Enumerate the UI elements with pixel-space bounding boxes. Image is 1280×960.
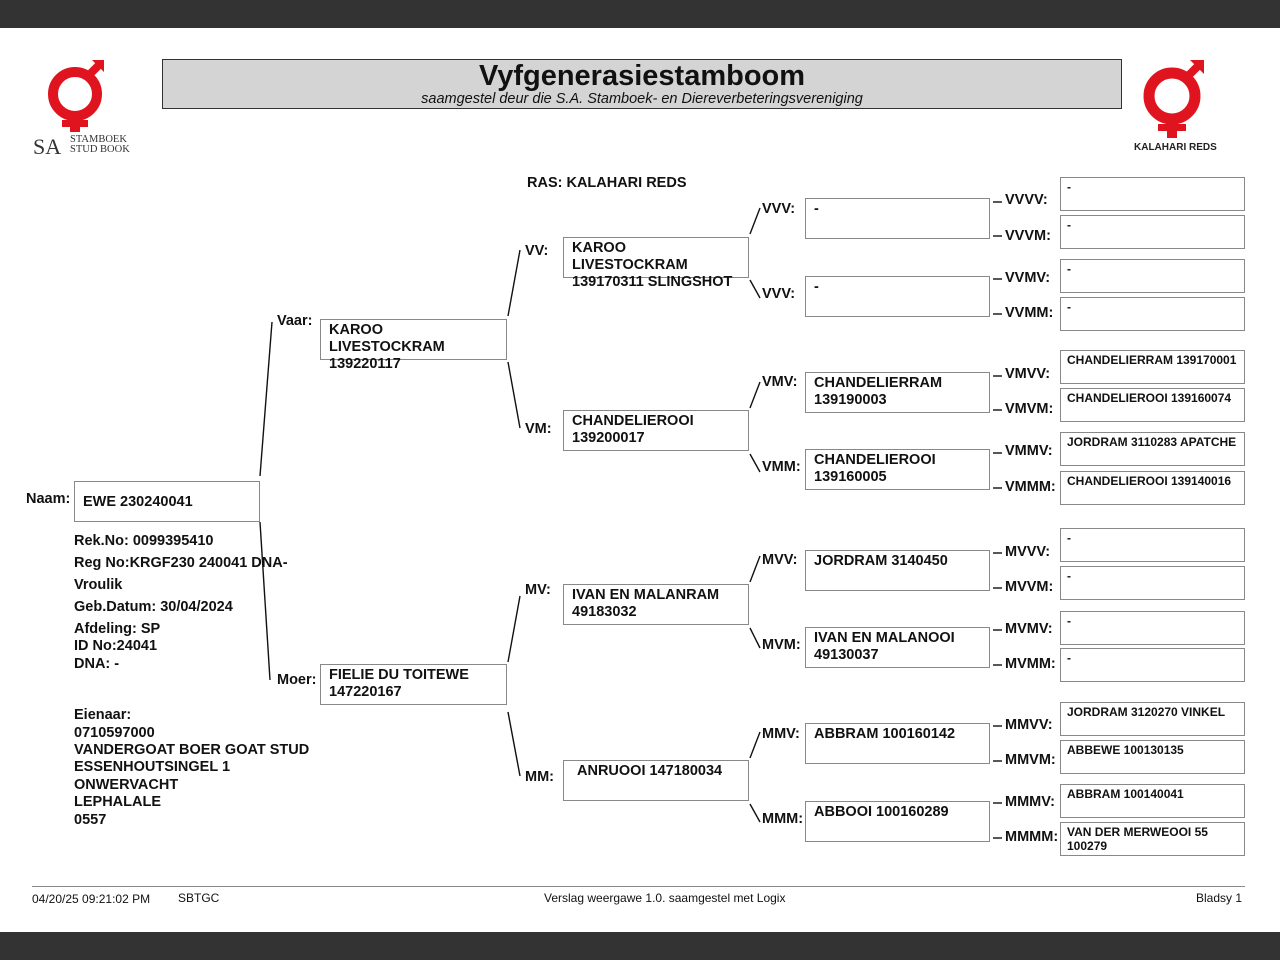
vvv-box: - <box>805 198 990 239</box>
vmmm-label: VMMM: <box>1005 479 1056 495</box>
vmmv-label: VMMV: <box>1005 443 1053 459</box>
mvmm-label: MVMM: <box>1005 656 1056 672</box>
vvmm-label: VVMM: <box>1005 305 1054 321</box>
top-dark-bar <box>0 0 1280 28</box>
eienaar-label: Eienaar: <box>74 707 132 723</box>
mmv-box: ABBRAM 100160142 <box>805 723 990 764</box>
mvv-label: MVV: <box>762 552 798 568</box>
rek-no: Rek.No: 0099395410 <box>74 533 214 549</box>
mvvv-label: MVVV: <box>1005 544 1051 560</box>
vv-box: KAROO LIVESTOCKRAM 139170311 SLINGSHOT <box>563 237 749 290</box>
owner-address-1: ESSENHOUTSINGEL 1 <box>74 759 231 775</box>
mmvm-label: MMVM: <box>1005 752 1056 768</box>
mm-label: MM: <box>525 769 554 785</box>
mvmv-box: - <box>1060 611 1245 645</box>
vaar-box: KAROO LIVESTOCKRAM 139220117 <box>320 319 507 372</box>
page-subtitle: saamgestel deur die S.A. Stamboek- en Di… <box>421 91 863 107</box>
vvm-label: VVV: <box>762 286 796 302</box>
mvvm-box: - <box>1060 566 1245 600</box>
sa-logo-subtext: STAMBOEK STUD BOOK <box>70 134 130 155</box>
afdeling: Afdeling: SP <box>74 621 161 637</box>
mvm-label: MVM: <box>762 637 801 653</box>
kalahari-reds-logo-icon <box>1143 60 1204 138</box>
owner-name: VANDERGOAT BOER GOAT STUD <box>74 742 310 758</box>
mmmm-label: MMMM: <box>1005 829 1059 845</box>
kalahari-reds-logo-text: KALAHARI REDS <box>1134 142 1217 153</box>
mm-box: ANRUOOI 147180034 <box>563 760 749 801</box>
id-no: ID No:24041 <box>74 638 158 654</box>
breed-label: RAS: KALAHARI REDS <box>527 175 687 191</box>
owner-city: LEPHALALE <box>74 794 161 810</box>
vaar-label: Vaar: <box>277 313 313 329</box>
mmvv-label: MMVV: <box>1005 717 1053 733</box>
reg-no: Reg No:KRGF230 240041 DNA- <box>74 555 288 571</box>
birth-date: Geb.Datum: 30/04/2024 <box>74 599 233 615</box>
footer-divider <box>32 886 1245 887</box>
footer-timestamp: 04/20/25 09:21:02 PM <box>32 892 151 906</box>
vv-label: VV: <box>525 243 549 259</box>
dna: DNA: - <box>74 656 120 672</box>
vvvm-box: - <box>1060 215 1245 249</box>
footer-page: Bladsy 1 <box>1196 891 1243 905</box>
vmvm-label: VMVM: <box>1005 401 1054 417</box>
vmvm-box: CHANDELIEROOI 139160074 <box>1060 388 1245 422</box>
mmmv-box: ABBRAM 100140041 <box>1060 784 1245 818</box>
footer-code: SBTGC <box>178 891 220 905</box>
vvm-box: - <box>805 276 990 317</box>
sex: Vroulik <box>74 577 123 593</box>
mv-label: MV: <box>525 582 551 598</box>
vmvv-box: CHANDELIERRAM 139170001 <box>1060 350 1245 384</box>
vvmv-label: VVMV: <box>1005 270 1051 286</box>
vmv-label: VMV: <box>762 374 798 390</box>
vmmm-box: CHANDELIEROOI 139140016 <box>1060 471 1245 505</box>
vvv-label: VVV: <box>762 201 796 217</box>
title-banner: Vyfgenerasiestamboom saamgestel deur die… <box>162 59 1122 109</box>
vvvv-label: VVVV: <box>1005 192 1048 208</box>
mvvm-label: MVVM: <box>1005 579 1054 595</box>
owner-address-2: ONWERVACHT <box>74 777 179 793</box>
vm-label: VM: <box>525 421 552 437</box>
mvv-box: JORDRAM 3140450 <box>805 550 990 591</box>
footer-report: Verslag weergawe 1.0. saamgestel met Log… <box>544 891 786 905</box>
owner-code: 0710597000 <box>74 725 155 741</box>
vvvm-label: VVVM: <box>1005 228 1051 244</box>
mvm-box: IVAN EN MALANOOI 49130037 <box>805 627 990 668</box>
vmm-label: VMM: <box>762 459 801 475</box>
mvvv-box: - <box>1060 528 1245 562</box>
animal-name-box: EWE 230240041 <box>74 481 260 522</box>
vm-box: CHANDELIEROOI 139200017 <box>563 410 749 451</box>
sa-stamboek-logo-icon <box>48 60 104 132</box>
vvmm-box: - <box>1060 297 1245 331</box>
vmv-box: CHANDELIERRAM 139190003 <box>805 372 990 413</box>
mmmm-box: VAN DER MERWEOOI 55 100279 <box>1060 822 1245 856</box>
mmvm-box: ABBEWE 100130135 <box>1060 740 1245 774</box>
moer-label: Moer: <box>277 672 317 688</box>
moer-box: FIELIE DU TOITEWE 147220167 <box>320 664 507 705</box>
vvmv-box: - <box>1060 259 1245 293</box>
vmmv-box: JORDRAM 3110283 APATCHE <box>1060 432 1245 466</box>
sa-logo-text: SA <box>33 134 62 159</box>
vmvv-label: VMVV: <box>1005 366 1051 382</box>
naam-label: Naam: <box>26 491 71 507</box>
mmv-label: MMV: <box>762 726 800 742</box>
vmm-box: CHANDELIEROOI 139160005 <box>805 449 990 490</box>
mvmv-label: MVMV: <box>1005 621 1053 637</box>
mvmm-box: - <box>1060 648 1245 682</box>
vvvv-box: - <box>1060 177 1245 211</box>
bottom-dark-bar <box>0 932 1280 960</box>
mmvv-box: JORDRAM 3120270 VINKEL <box>1060 702 1245 736</box>
mmmv-label: MMMV: <box>1005 794 1055 810</box>
page-title: Vyfgenerasiestamboom <box>478 60 806 92</box>
owner-postcode: 0557 <box>74 812 107 828</box>
mv-box: IVAN EN MALANRAM 49183032 <box>563 584 749 625</box>
mmm-label: MMM: <box>762 811 804 827</box>
mmm-box: ABBOOI 100160289 <box>805 801 990 842</box>
